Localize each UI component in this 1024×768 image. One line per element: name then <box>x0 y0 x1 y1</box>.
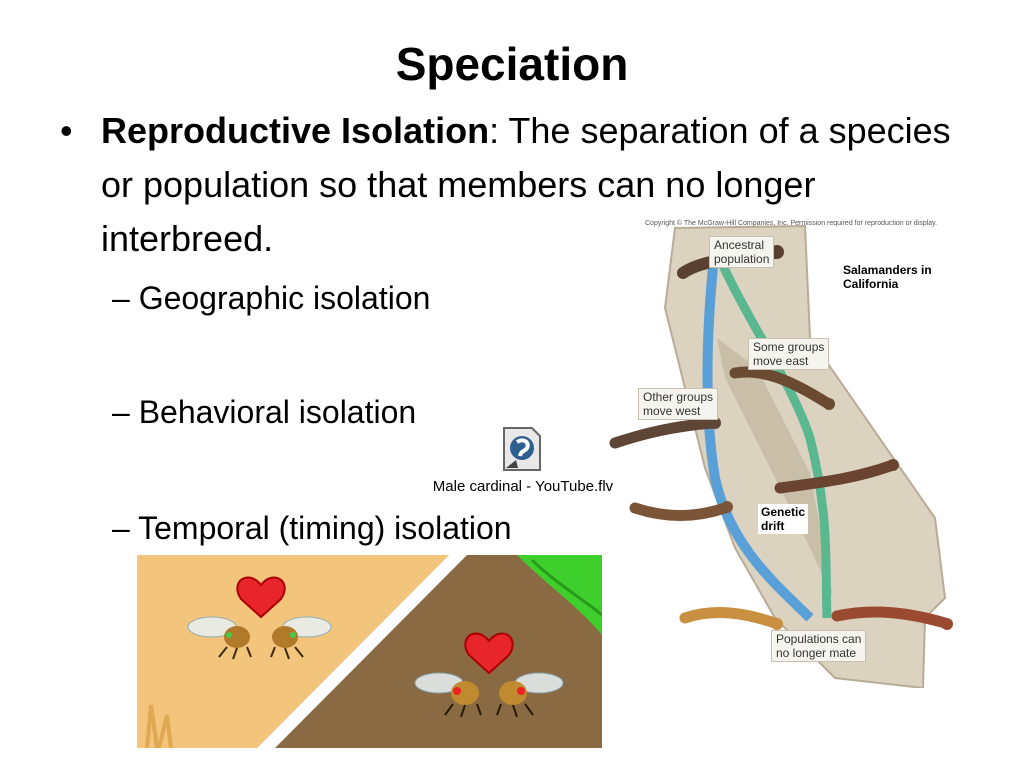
salamander-icon <box>729 366 835 410</box>
sub-item-temporal: – Temporal (timing) isolation <box>112 510 512 546</box>
fruit-fly-illustration <box>137 555 602 748</box>
bullet-definition: : The separation of a species or populat… <box>101 110 951 259</box>
fly-icon <box>270 616 332 660</box>
east-route <box>710 246 832 619</box>
heart-icon <box>464 632 514 675</box>
heart-icon <box>236 576 286 619</box>
salamander-map-figure: Copyright © The McGraw-Hill Companies, I… <box>605 218 965 688</box>
west-route <box>702 247 814 622</box>
label-move-west: Other groups move west <box>638 388 719 420</box>
fly-icon <box>496 672 564 718</box>
label-move-east: Some groups move east <box>748 338 830 370</box>
figure-copyright: Copyright © The McGraw-Hill Companies, I… <box>645 220 938 227</box>
fly-icon <box>187 616 252 660</box>
bullet-term: Reproductive Isolation <box>101 110 490 151</box>
salamander-icon <box>774 459 899 494</box>
sand-background <box>137 555 449 748</box>
fly-icon <box>414 672 482 718</box>
divider-stripe <box>257 555 467 748</box>
salamander-icon <box>679 607 783 630</box>
salamander-icon <box>609 417 721 449</box>
sub-item-behavioral: – Behavioral isolation <box>112 394 417 430</box>
media-filename: Male cardinal - YouTube.flv <box>432 478 614 495</box>
slide-title: Speciation <box>395 38 629 90</box>
label-no-longer-mate: Populations can no longer mate <box>771 630 867 662</box>
media-file[interactable]: Male cardinal - YouTube.flv <box>418 426 628 502</box>
bullet-text: Reproductive Isolation: The separation o… <box>101 104 961 266</box>
media-file-icon[interactable] <box>500 426 544 474</box>
leaf-icon <box>517 555 602 635</box>
sub-item-geographic: – Geographic isolation <box>112 280 431 316</box>
figure-title: Salamanders in California <box>843 263 932 291</box>
salamander-icon <box>831 606 953 630</box>
label-ancestral-population: Ancestral population <box>709 236 775 268</box>
label-genetic-drift: Genetic drift <box>758 504 809 534</box>
bullet-dot: • <box>60 110 73 151</box>
salamander-icon <box>629 501 733 521</box>
